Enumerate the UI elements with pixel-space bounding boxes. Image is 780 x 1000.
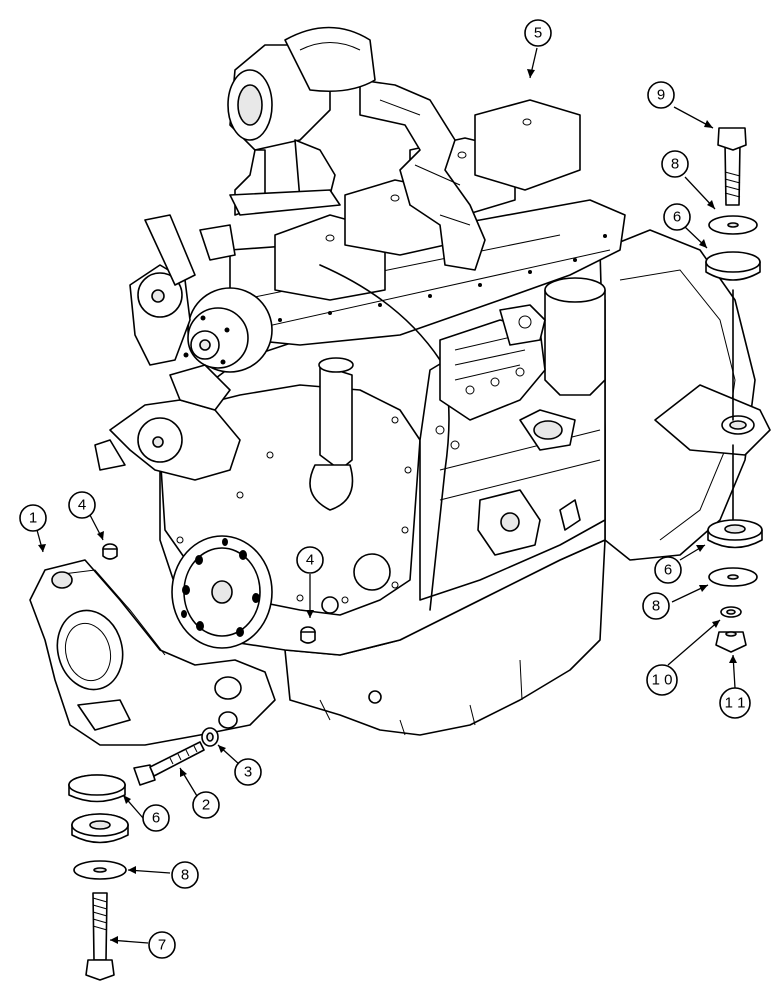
callout-5: 5 bbox=[524, 19, 552, 47]
callout-6-right-top: 6 bbox=[663, 203, 691, 231]
sleeve-part-lower bbox=[300, 626, 316, 644]
svg-text:5: 5 bbox=[534, 25, 542, 42]
svg-text:1 1: 1 1 bbox=[725, 695, 746, 712]
callout-8-left: 8 bbox=[171, 861, 199, 889]
svg-text:6: 6 bbox=[673, 209, 681, 226]
front-mount-bracket bbox=[29, 559, 276, 746]
callout-6-right-lower: 6 bbox=[654, 556, 682, 584]
svg-text:2: 2 bbox=[202, 797, 210, 814]
bolt-part-2 bbox=[133, 741, 205, 786]
callout-3: 3 bbox=[234, 758, 262, 786]
svg-text:7: 7 bbox=[158, 937, 166, 954]
svg-text:1: 1 bbox=[29, 510, 37, 527]
callout-8-right-top: 8 bbox=[661, 150, 689, 178]
callout-6-left: 6 bbox=[142, 804, 170, 832]
svg-text:1 0: 1 0 bbox=[652, 672, 673, 689]
svg-text:3: 3 bbox=[244, 764, 252, 781]
svg-text:8: 8 bbox=[652, 598, 660, 615]
svg-text:4: 4 bbox=[78, 497, 86, 514]
svg-text:4: 4 bbox=[306, 552, 314, 569]
svg-text:9: 9 bbox=[657, 87, 665, 104]
callout-2: 2 bbox=[192, 791, 220, 819]
engine-assembly bbox=[94, 26, 771, 736]
callout-1: 1 bbox=[19, 504, 47, 532]
svg-text:6: 6 bbox=[664, 562, 672, 579]
callout-10: 1 0 bbox=[646, 664, 678, 696]
callout-9: 9 bbox=[647, 81, 675, 109]
callout-8-right-lower: 8 bbox=[642, 592, 670, 620]
washer-part-3 bbox=[201, 727, 219, 747]
sleeve-part-upper bbox=[102, 543, 118, 560]
callout-7: 7 bbox=[148, 931, 176, 959]
svg-text:8: 8 bbox=[671, 156, 679, 173]
callout-4-lower: 4 bbox=[296, 546, 324, 574]
svg-text:8: 8 bbox=[181, 867, 189, 884]
svg-text:6: 6 bbox=[152, 810, 160, 827]
callout-11: 1 1 bbox=[719, 687, 751, 719]
callout-4-upper: 4 bbox=[68, 491, 96, 519]
right-mount-stack bbox=[705, 127, 763, 653]
leader-lines bbox=[36, 47, 737, 944]
left-mount-stack bbox=[68, 774, 129, 981]
